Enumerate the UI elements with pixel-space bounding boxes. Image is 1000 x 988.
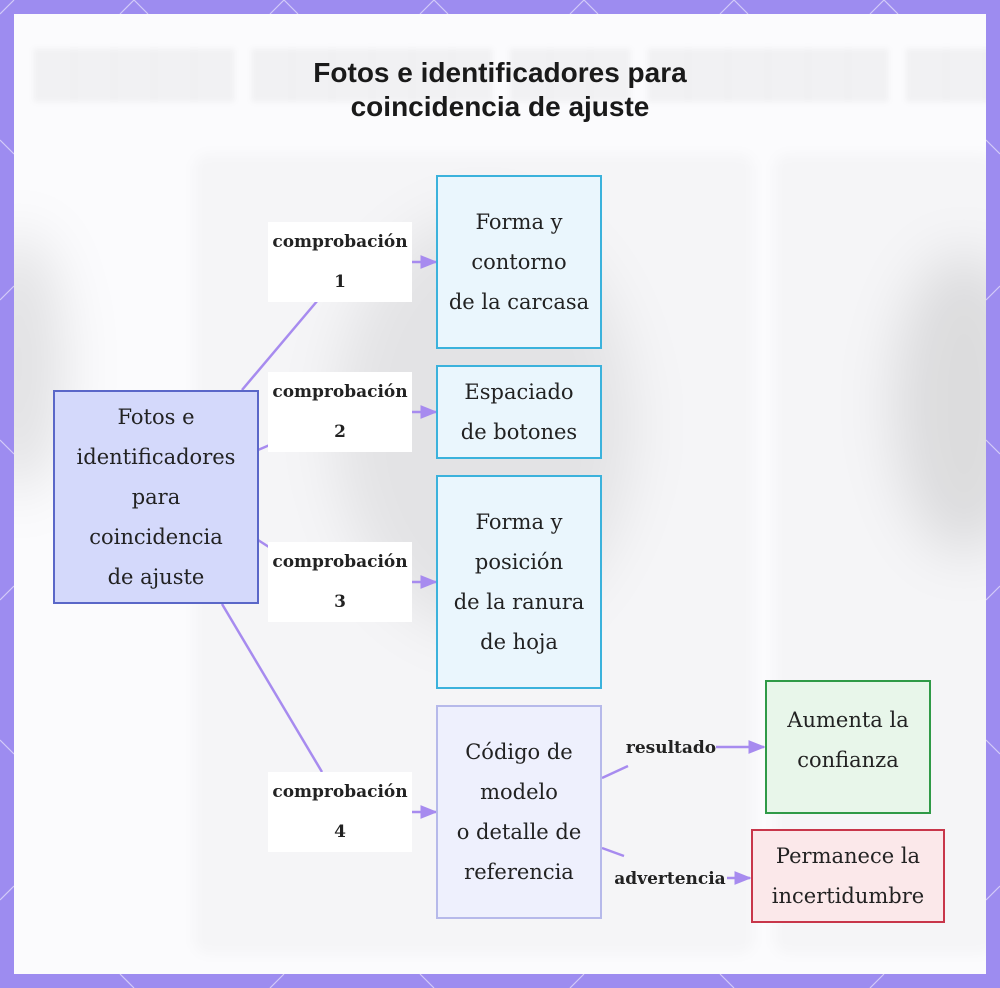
node-root-photos-identifiers: Fotos e identificadores para coincidenci… (53, 390, 259, 604)
diagram-title: Fotos e identificadores para coincidenci… (0, 56, 1000, 124)
node-text: Aumenta la confianza (787, 708, 909, 772)
edge-label-check-3: comprobación 3 (268, 542, 412, 622)
node-outcome-confidence: Aumenta la confianza (765, 680, 931, 814)
edge-label-word: comprobación (272, 382, 408, 402)
node-text: Forma y posición de la ranura de hoja (453, 510, 585, 654)
node-text: Fotos e identificadores para coincidenci… (76, 405, 236, 589)
title-line-1: Fotos e identificadores para (313, 57, 687, 88)
edge-label-word: comprobación (272, 232, 408, 252)
edge-model-warning (601, 846, 625, 858)
node-text: Espaciado de botones (460, 380, 578, 444)
edge-label-number: 3 (334, 592, 346, 612)
edge-label-warning: advertencia (614, 869, 726, 889)
edge-label-word: comprobación (272, 782, 408, 802)
edge-label-check-4: comprobación 4 (268, 772, 412, 852)
edge-label-result: resultado (625, 738, 717, 758)
node-text: Permanece la incertidumbre (771, 844, 925, 908)
title-line-2: coincidencia de ajuste (350, 91, 650, 122)
node-outcome-uncertainty: Permanece la incertidumbre (751, 829, 945, 923)
edge-label-number: 2 (334, 422, 346, 442)
edge-root-check4 (220, 603, 324, 773)
edge-label-number: 4 (334, 822, 346, 842)
edge-label-check-2: comprobación 2 (268, 372, 412, 452)
background-blur-text: ▇▇▇▇▇ ▇▇▇▇▇▇ ▇▇▇ ▇▇▇▇▇▇ ▇▇▇▇▇ (34, 42, 986, 102)
node-check-shell-shape: Forma y contorno de la carcasa (436, 175, 602, 349)
edge-root-check1 (241, 299, 319, 391)
node-check-blade-slot: Forma y posición de la ranura de hoja (436, 475, 602, 689)
edge-label-number: 1 (334, 272, 346, 292)
node-text: Forma y contorno de la carcasa (448, 210, 590, 314)
edge-label-check-1: comprobación 1 (268, 222, 412, 302)
edge-label-word: comprobación (272, 552, 408, 572)
node-check-button-spacing: Espaciado de botones (436, 365, 602, 459)
edge-model-result (601, 764, 629, 780)
node-text: Código de modelo o detalle de referencia (456, 740, 582, 884)
node-check-model-code: Código de modelo o detalle de referencia (436, 705, 602, 919)
